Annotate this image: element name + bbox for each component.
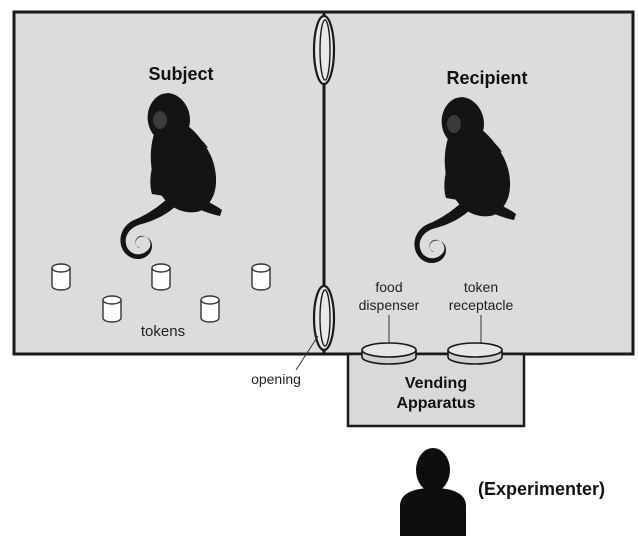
tokens-label: tokens	[141, 323, 185, 340]
token-icon	[102, 295, 122, 323]
recipient-label: Recipient	[446, 68, 527, 88]
experimenter-label: (Experimenter)	[478, 479, 605, 499]
opening-hatch	[312, 284, 336, 352]
vending-label-1: Vending	[405, 375, 467, 392]
token-icon	[51, 263, 71, 291]
food-dispenser-label-2: dispenser	[359, 297, 420, 313]
token-icon	[251, 263, 271, 291]
token-receptacle-label-2: receptacle	[449, 297, 514, 313]
food-dispenser-label-1: food	[375, 279, 402, 295]
token-receptacle-label-1: token	[464, 279, 498, 295]
token-icon	[151, 263, 171, 291]
opening-pointer	[295, 335, 319, 371]
top-hatch	[312, 14, 336, 86]
token-icon	[200, 295, 220, 323]
vending-label-2: Apparatus	[396, 395, 475, 412]
experimenter-person-icon	[400, 448, 466, 536]
subject-label: Subject	[148, 64, 213, 84]
token-receptacle-disc	[447, 342, 503, 365]
food-dispenser-disc	[361, 342, 417, 365]
vending-apparatus	[346, 352, 526, 428]
opening-label: opening	[251, 371, 301, 387]
